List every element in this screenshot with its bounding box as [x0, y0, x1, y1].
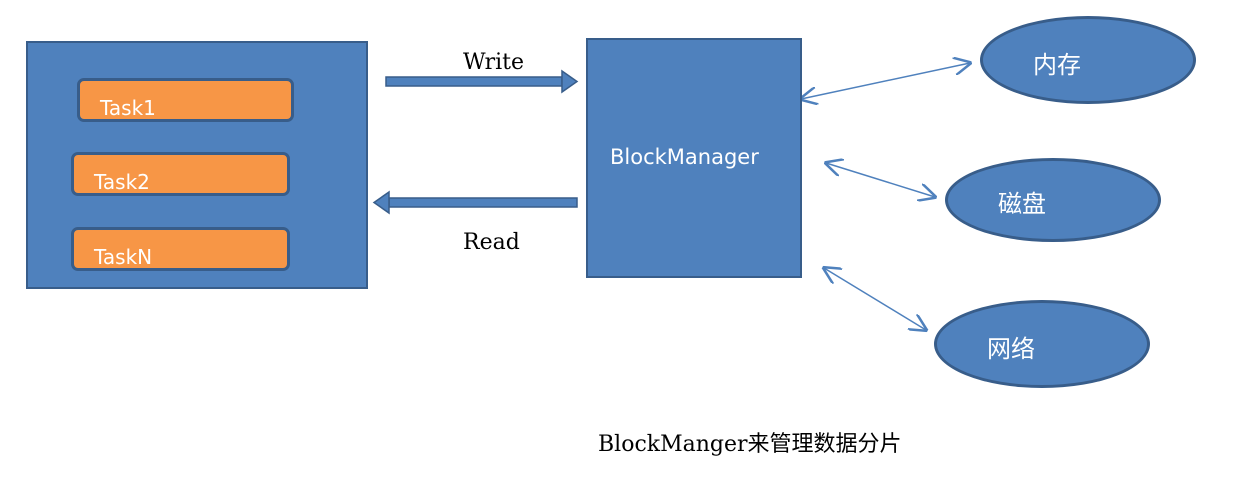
diagram-caption: BlockManger来管理数据分片 [598, 432, 902, 457]
disk-node [945, 158, 1161, 242]
memory-node [980, 16, 1196, 104]
disk-connector [826, 163, 935, 197]
task-1: Task1 [77, 78, 294, 122]
memory-label: 内存 [1033, 51, 1081, 79]
write-label: Write [463, 50, 525, 75]
read-arrow [372, 190, 578, 215]
network-label: 网络 [987, 335, 1035, 363]
read-label: Read [463, 230, 520, 255]
network-connector [824, 268, 926, 330]
block-manager-label: BlockManager [610, 145, 759, 169]
task-n: TaskN [71, 227, 290, 271]
memory-connector [801, 63, 970, 99]
block-manager-box [586, 38, 802, 278]
write-arrow [385, 69, 579, 94]
disk-label: 磁盘 [998, 190, 1046, 218]
network-node [934, 300, 1150, 388]
task-2: Task2 [71, 152, 290, 196]
